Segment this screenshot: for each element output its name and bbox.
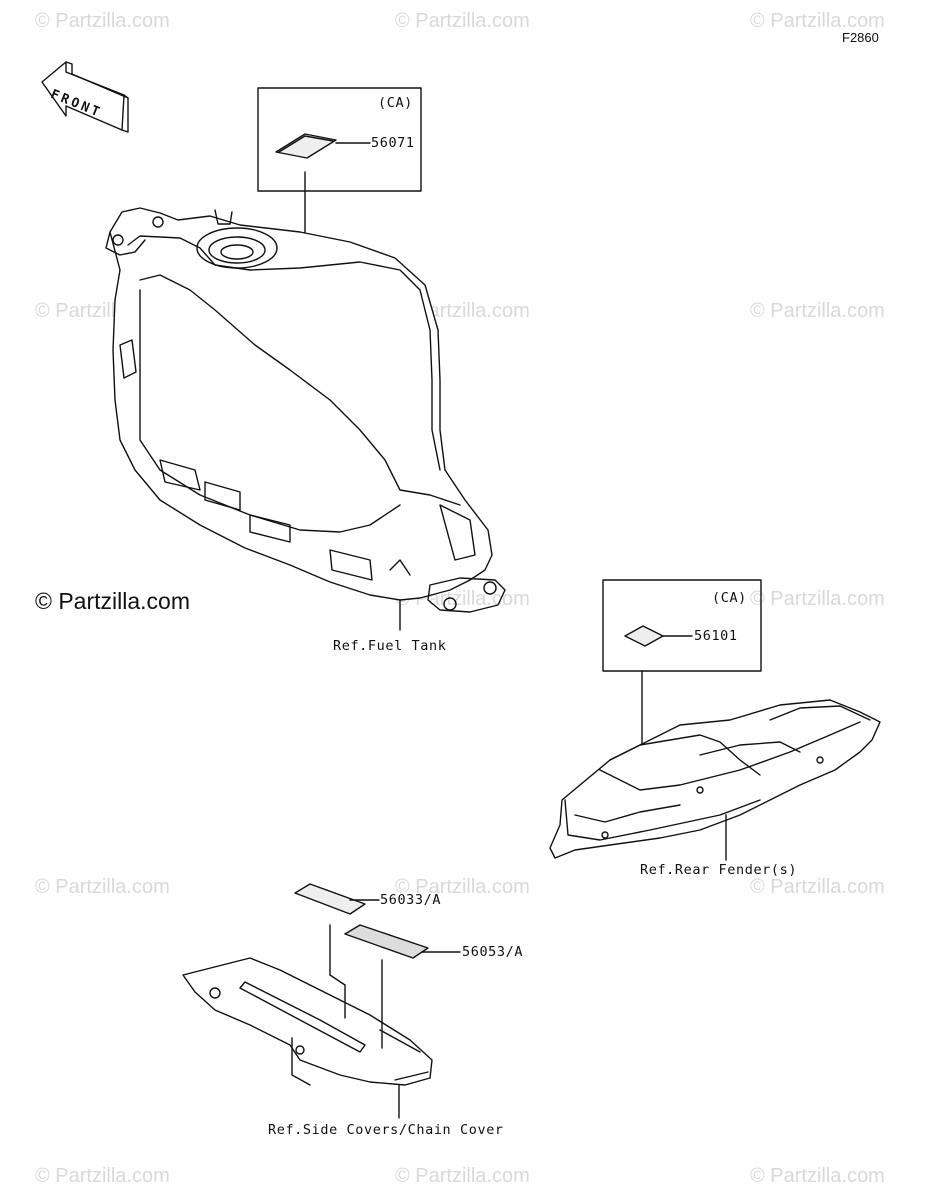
front-arrow-icon — [41, 61, 129, 133]
label-box-56101 — [602, 579, 762, 672]
sticker-56071 — [275, 133, 337, 159]
sticker-56053a — [344, 924, 429, 959]
sticker-56101 — [624, 625, 664, 647]
part-number-56053a[interactable]: 56053/A — [462, 944, 524, 960]
watermark: © Partzilla.com — [395, 876, 530, 898]
chain-cover-drawing — [182, 957, 433, 1086]
watermark: © Partzilla.com — [395, 10, 530, 32]
ref-side-covers-chain-cover: Ref.Side Covers/Chain Cover — [268, 1122, 504, 1138]
figure-code: F2860 — [842, 30, 879, 45]
watermark: © Partzilla.com — [395, 1165, 530, 1187]
part-number-56033a[interactable]: 56033/A — [380, 892, 442, 908]
rear-fender-drawing — [549, 699, 881, 859]
ref-fuel-tank: Ref.Fuel Tank — [333, 638, 447, 654]
region-label: (CA) — [712, 590, 747, 606]
part-number-56101[interactable]: 56101 — [694, 628, 738, 644]
watermark: © Partzilla.com — [750, 300, 885, 322]
ref-rear-fender: Ref.Rear Fender(s) — [640, 862, 798, 878]
watermark: © Partzilla.com — [35, 1165, 170, 1187]
label-box-56071 — [257, 87, 422, 192]
watermark: © Partzilla.com — [750, 10, 885, 32]
watermark: © Partzilla.com — [35, 876, 170, 898]
watermark: © Partzilla.com — [750, 1165, 885, 1187]
part-number-56071[interactable]: 56071 — [371, 135, 415, 151]
watermark: © Partzilla.com — [35, 10, 170, 32]
sticker-56033a — [294, 883, 366, 915]
brand-logo: © Partzilla.com — [35, 588, 190, 614]
watermark: © Partzilla.com — [750, 876, 885, 898]
watermark: © Partzilla.com — [750, 588, 885, 610]
region-label: (CA) — [378, 95, 413, 111]
fuel-tank-drawing — [105, 207, 506, 613]
